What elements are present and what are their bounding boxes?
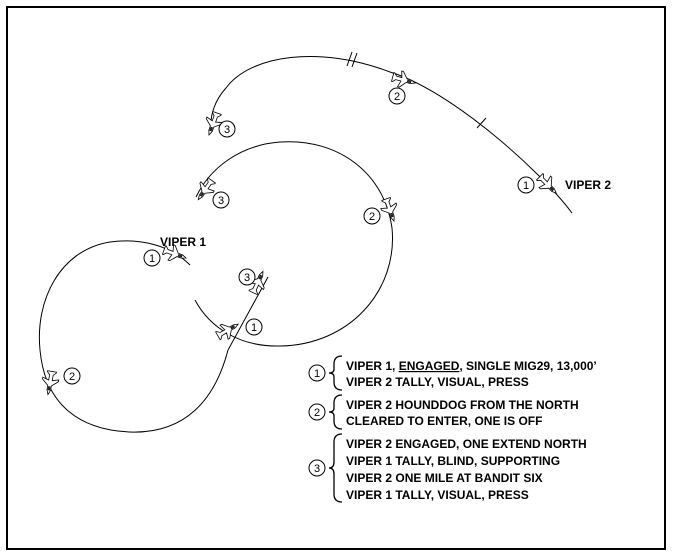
marker-2-viper1: 2 <box>63 367 81 385</box>
marker-3-viper2-top: 3 <box>218 120 236 138</box>
legend-brace-3 <box>328 433 343 503</box>
marker-2-viper2: 2 <box>388 87 406 105</box>
legend-marker-2 <box>308 403 326 421</box>
svg-text:1: 1 <box>149 253 155 265</box>
marker-3-viper1: 3 <box>238 268 256 286</box>
svg-text:2: 2 <box>394 91 400 103</box>
path-tick-mark <box>476 117 487 129</box>
viper2-jet-pos2 <box>390 68 418 92</box>
viper1-label: VIPER 1 <box>160 235 206 249</box>
svg-text:3: 3 <box>218 195 224 207</box>
legend-line: CLEARED TO ENTER, ONE IS OFF <box>346 414 542 428</box>
svg-text:2: 2 <box>369 211 375 223</box>
svg-text:1: 1 <box>251 322 257 334</box>
legend-line: VIPER 2 HOUNDDOG FROM THE NORTH <box>346 398 579 412</box>
viper2-label: VIPER 2 <box>565 178 611 192</box>
marker-2-viper2-circle: 2 <box>363 207 381 225</box>
svg-text:3: 3 <box>244 272 250 284</box>
viper1-jet-pos2 <box>39 369 61 397</box>
legend-line: VIPER 2 ENGAGED, ONE EXTEND NORTH <box>346 437 587 451</box>
legend-brace-2 <box>328 394 343 430</box>
viper1-turn-circle <box>38 240 269 433</box>
legend-entry-1: 1 VIPER 1, ENGAGED, SINGLE MIG29, 13,000… <box>308 355 597 391</box>
legend-line: VIPER 2 ONE MILE AT BANDIT SIX <box>346 471 543 485</box>
marker-1-viper1-bottom: 1 <box>245 318 263 336</box>
svg-text:3: 3 <box>314 463 320 475</box>
viper2-flight-path <box>210 56 573 214</box>
legend-marker-1 <box>308 364 326 382</box>
legend: 1 VIPER 1, ENGAGED, SINGLE MIG29, 13,000… <box>308 355 597 503</box>
legend-marker-3 <box>308 459 326 477</box>
legend-line: VIPER 1, ENGAGED, SINGLE MIG29, 13,000’ <box>346 359 597 373</box>
marker-1-viper2: 1 <box>517 176 535 194</box>
viper2-jet-circle-pos2 <box>377 195 403 225</box>
legend-entry-2: 2 VIPER 2 HOUNDDOG FROM THE NORTH CLEARE… <box>308 394 579 430</box>
svg-text:3: 3 <box>224 124 230 136</box>
marker-3-viper2-circle: 3 <box>212 191 230 209</box>
diagram-frame <box>6 6 666 550</box>
path-tick-mark <box>346 51 353 67</box>
svg-text:2: 2 <box>314 407 320 419</box>
svg-text:1: 1 <box>523 180 529 192</box>
legend-line: VIPER 1 TALLY, VISUAL, PRESS <box>346 488 529 502</box>
marker-1-viper1: 1 <box>143 249 161 267</box>
legend-brace-1 <box>328 355 343 391</box>
legend-line: VIPER 1 TALLY, BLIND, SUPPORTING <box>346 454 560 468</box>
path-tick-mark <box>351 52 358 68</box>
legend-line: VIPER 2 TALLY, VISUAL, PRESS <box>346 375 529 389</box>
viper2-turn-circle <box>194 141 393 347</box>
svg-text:2: 2 <box>69 371 75 383</box>
svg-text:1: 1 <box>314 368 320 380</box>
legend-entry-3: 3 VIPER 2 ENGAGED, ONE EXTEND NORTH VIPE… <box>308 433 587 503</box>
